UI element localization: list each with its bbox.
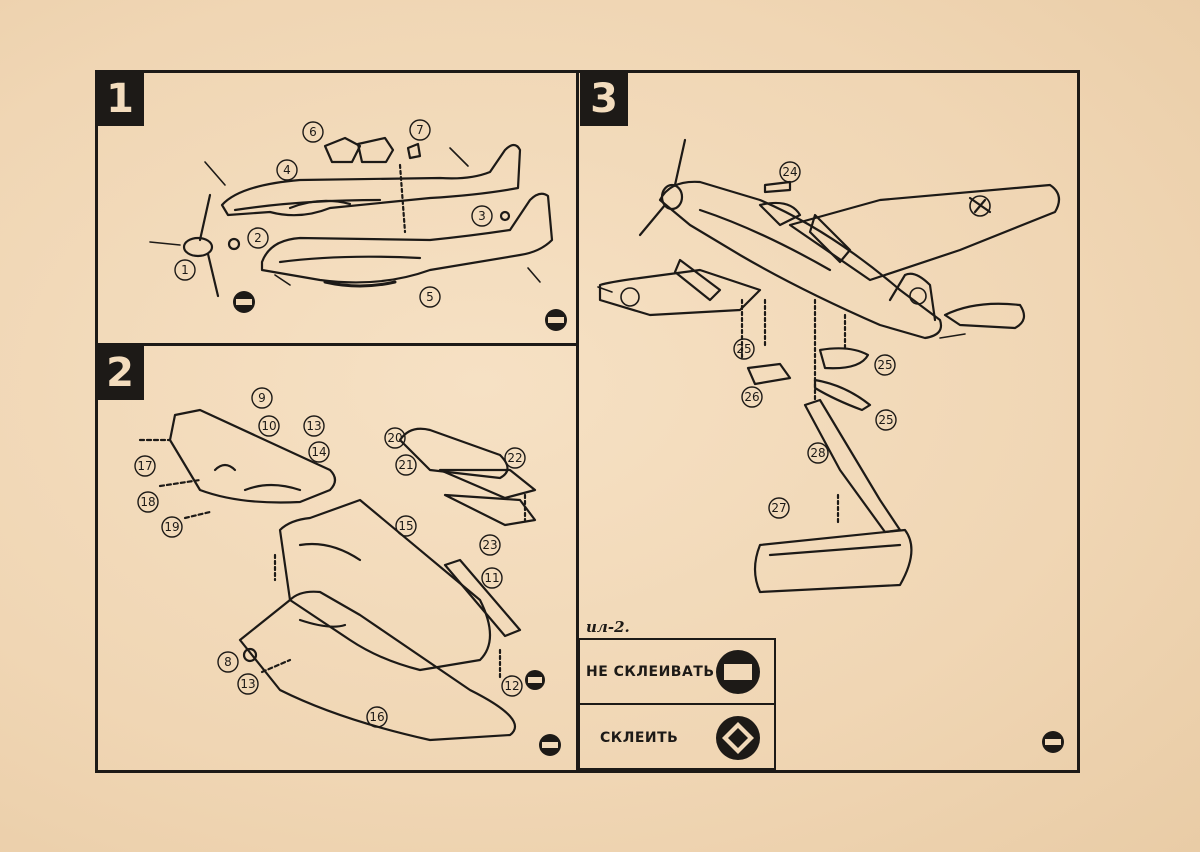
divider-vertical: [576, 70, 579, 773]
step-2-number: 2: [96, 346, 144, 400]
part-25a-label: 25: [736, 342, 751, 356]
part-22-label: 22: [507, 451, 522, 465]
part-13-label: 13: [306, 419, 321, 433]
instruction-frame: [95, 70, 1080, 773]
step3-aircraft-drawing: [597, 138, 1061, 594]
part-3-label: 3: [478, 209, 486, 223]
part-8-label: 8: [224, 655, 232, 669]
step2-wing-drawing: [138, 408, 537, 742]
part-25c-label: 25: [878, 413, 893, 427]
model-title: ил-2.: [586, 618, 630, 636]
part-6-label: 6: [309, 125, 317, 139]
part-14-label: 14: [311, 445, 326, 459]
step-1-number: 1: [96, 72, 144, 126]
part-21-label: 21: [398, 458, 413, 472]
part-1-label: 1: [181, 263, 189, 277]
part-18-label: 18: [140, 495, 155, 509]
step1-fuselage-drawing: [149, 136, 554, 298]
part-9-label: 9: [258, 391, 266, 405]
part-24-label: 24: [782, 165, 797, 179]
legend-glue-icon: [716, 716, 760, 760]
part-25b-label: 25: [877, 358, 892, 372]
legend-separator: [578, 703, 776, 705]
part-7-label: 7: [416, 123, 424, 137]
part-5-label: 5: [426, 290, 434, 304]
divider-horizontal: [95, 343, 578, 346]
part-16-label: 16: [369, 710, 384, 724]
part-26-label: 26: [744, 390, 759, 404]
part-12-label: 12: [504, 679, 519, 693]
part-19-label: 19: [164, 520, 179, 534]
part-10-label: 10: [261, 419, 276, 433]
legend-no-glue-icon: [716, 650, 760, 694]
part-17-label: 17: [137, 459, 152, 473]
legend-do-not-glue-label: НЕ СКЛЕИВАТЬ: [586, 664, 715, 680]
part-27-label: 27: [771, 501, 786, 515]
part-15-label: 15: [398, 519, 413, 533]
part-28-label: 28: [810, 446, 825, 460]
part-11-label: 11: [484, 571, 499, 585]
part-13b-label: 13: [240, 677, 255, 691]
step-3-number: 3: [580, 72, 628, 126]
part-2-label: 2: [254, 231, 262, 245]
part-4-label: 4: [283, 163, 291, 177]
legend-glue-label: СКЛЕИТЬ: [600, 730, 679, 746]
part-23-label: 23: [482, 538, 497, 552]
part-20-label: 20: [387, 431, 402, 445]
